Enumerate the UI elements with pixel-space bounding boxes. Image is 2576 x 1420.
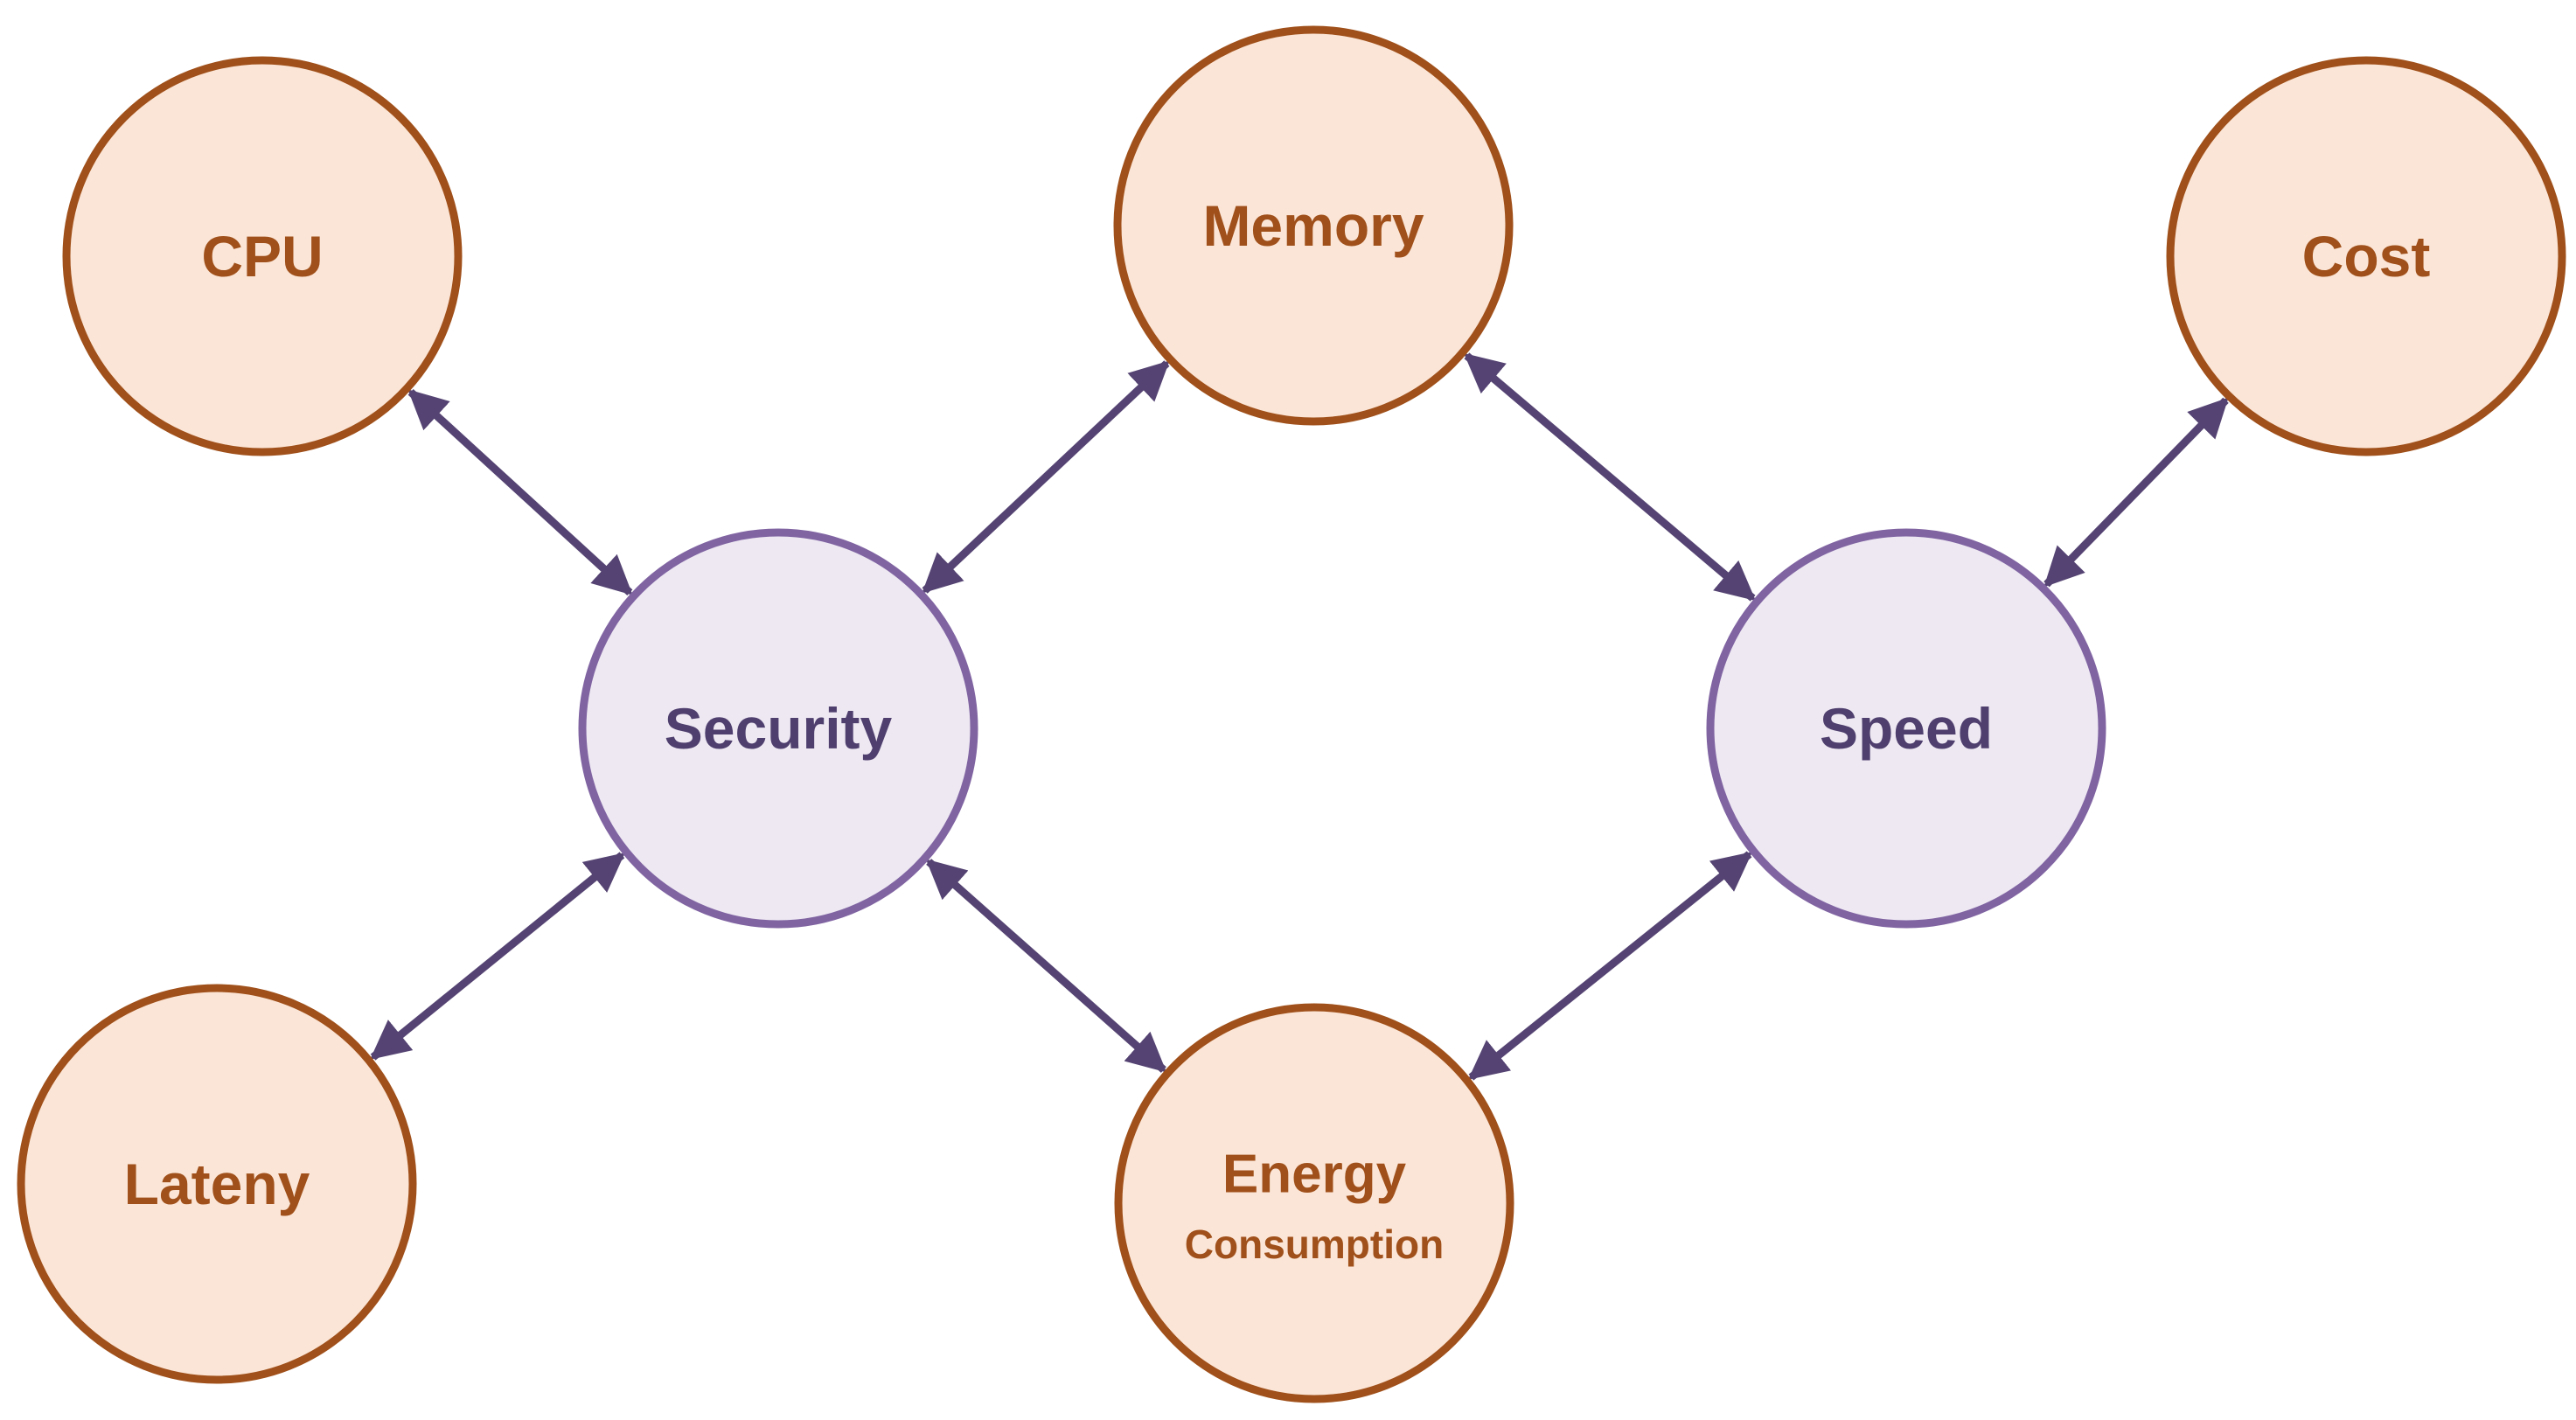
node-cost-label: Cost [2302,224,2431,289]
arrow-memory-security [922,360,1170,594]
node-security[interactable]: Security [578,528,978,929]
node-cost[interactable]: Cost [2166,56,2566,456]
node-energy-label: Energy [1222,1145,1407,1205]
node-speed[interactable]: Speed [1706,528,2106,929]
node-cpu-label: CPU [201,224,323,289]
node-cpu[interactable]: CPU [62,56,463,456]
arrow-cost-speed [2043,397,2229,588]
arrow-lateny-security [370,852,625,1061]
arrow-memory-speed [1463,352,1757,602]
node-security-label: Security [665,696,893,761]
arrow-energy-security [925,859,1167,1073]
node-energy[interactable]: Energy Consumption [1114,1003,1514,1403]
node-memory[interactable]: Memory [1113,25,1514,426]
arrow-cpu-security [407,388,633,596]
node-lateny-label: Lateny [124,1152,310,1216]
node-lateny[interactable]: Lateny [17,984,417,1384]
node-energy-sublabel: Consumption [1185,1222,1444,1267]
arrow-energy-speed [1467,851,1753,1081]
node-speed-label: Speed [1820,696,1993,761]
node-memory-label: Memory [1202,193,1424,258]
edges [370,352,2229,1081]
